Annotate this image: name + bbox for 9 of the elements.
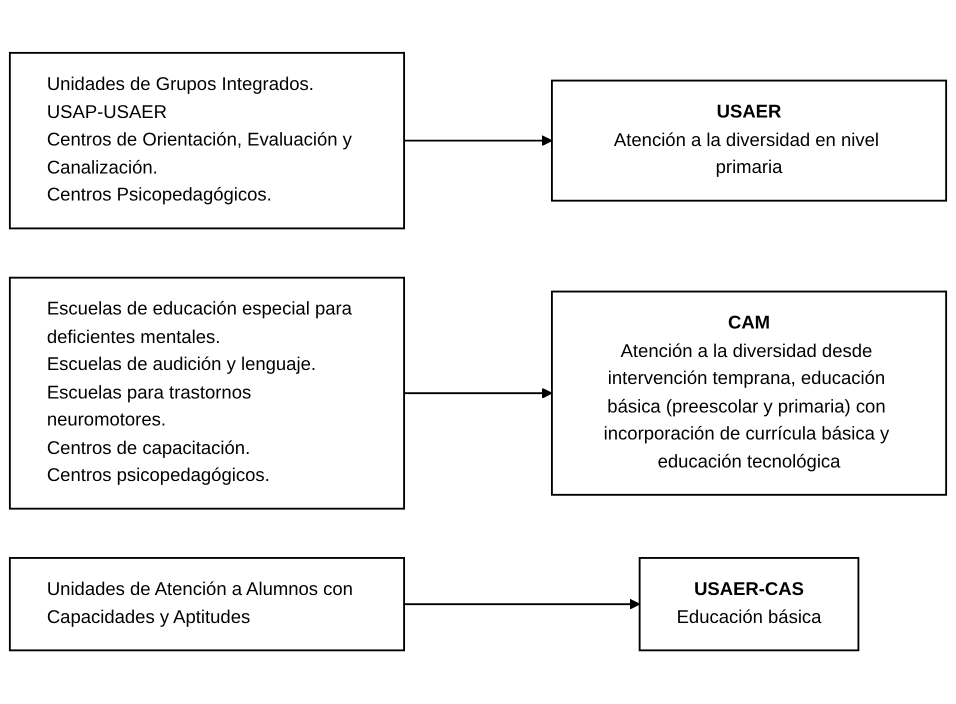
arrow xyxy=(404,388,552,399)
arrow xyxy=(404,599,640,610)
node-box: USAER Atención a la diversidad en nivel primaria xyxy=(551,80,948,202)
node-box: Unidades de Atención a Alumnos con Capacidades y Aptitudes xyxy=(8,557,405,652)
node-box: USAER-CAS Educación básica xyxy=(638,557,860,652)
arrow xyxy=(404,136,552,146)
node-box: Unidades de Grupos Integrados. USAP-USAER Centros de Orientación, Evaluación y Canalización. Centros Psicopedagógicos. xyxy=(8,52,405,230)
node-box: Escuelas de educación especial para deficientes mentales. Escuelas de audición y lenguaje. Escuelas para trastornos neuromotores. Centros de capacitación. Centros psicopedagógicos. xyxy=(8,277,405,510)
node-box: CAM Atención a la diversidad desde intervención temprana, educación básica (preescolar y primaria) con incorporación de currícula básica y educación tecnológica xyxy=(551,291,948,496)
